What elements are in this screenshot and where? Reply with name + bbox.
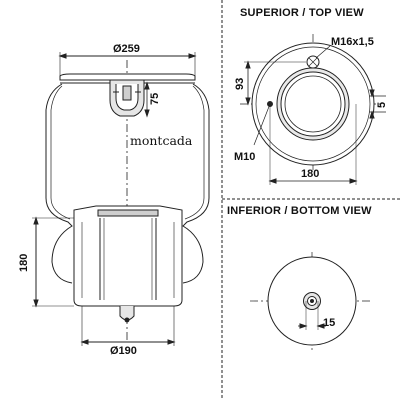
top-plate-inner-ring [255,46,371,162]
bolt-label: M10 [234,151,255,163]
plate-thickness-label: 5 [376,102,388,108]
piston [73,205,183,307]
bellow-outline [45,83,210,284]
bottom-view-title: INFERIOR / BOTTOM VIEW [227,205,372,217]
brand-label: montcada [130,133,193,148]
bottom-diameter-label: Ø190 [110,345,137,357]
side-view [32,52,210,346]
top-diameter-label: Ø259 [113,43,140,55]
top-view [240,34,386,185]
top-offset-label: 93 [234,78,246,90]
top-view-title: SUPERIOR / TOP VIEW [240,7,364,19]
top-width-label: 180 [301,168,319,180]
thread-label: M16x1,5 [331,36,374,48]
bottom-view [250,252,372,350]
piston-height-label: 180 [18,254,30,272]
stud-offset-label: 75 [149,93,161,105]
top-plate [59,73,196,81]
bottom-offset-label: 15 [323,317,335,329]
